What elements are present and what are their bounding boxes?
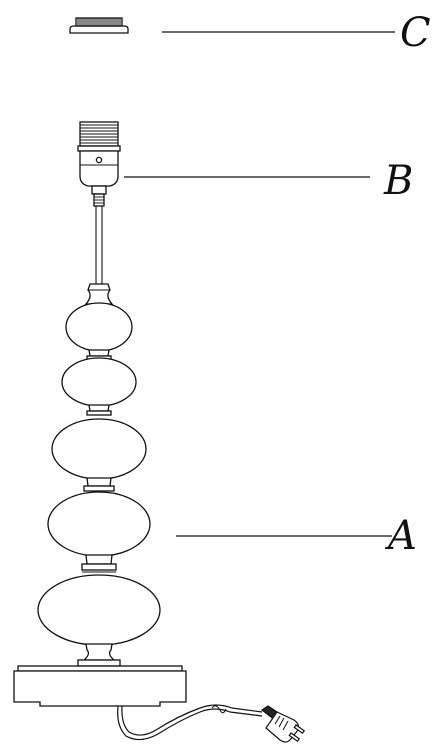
body-top-cap (84, 283, 114, 305)
body-spacer-3 (86, 477, 112, 487)
socket-neck (91, 185, 107, 195)
body-globe-4 (47, 491, 151, 557)
body-spacer-1 (88, 349, 110, 357)
power-plug (260, 705, 306, 743)
body-spacer-4 (85, 554, 113, 565)
part-a-lamp-body (13, 283, 187, 707)
socket-screw (95, 156, 103, 164)
socket-body (79, 150, 119, 187)
part-c-knurling (77, 18, 121, 26)
body-plinth (13, 670, 187, 707)
part-b-socket (77, 121, 121, 207)
body-globe-2 (61, 357, 137, 407)
plug-prong-1 (293, 724, 306, 735)
part-c-finial-cap (69, 17, 129, 34)
body-globe-3 (51, 418, 147, 480)
label-b: B (383, 158, 413, 204)
power-cord (117, 704, 263, 741)
body-plinth-top (17, 665, 183, 672)
body-globe-5 (37, 574, 161, 646)
socket-collar (77, 145, 121, 152)
socket-thread-ridges (80, 124, 118, 144)
body-base-collar (82, 643, 116, 661)
label-c: C (400, 10, 431, 56)
body-spacer-2 (88, 404, 110, 412)
threaded-rod (95, 206, 103, 284)
body-globe-1 (65, 302, 133, 352)
plug-prong-2 (288, 732, 301, 743)
label-a: A (384, 513, 417, 559)
